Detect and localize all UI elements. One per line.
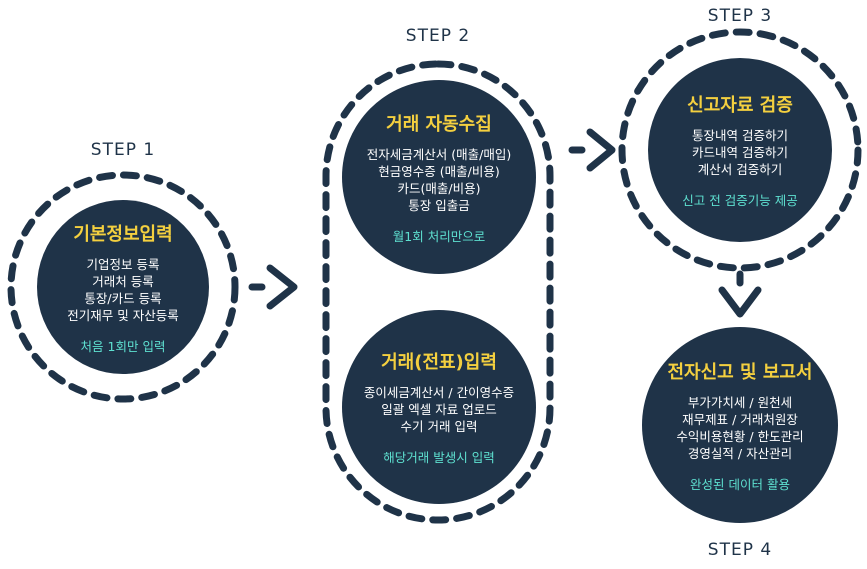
step4-note: 완성된 데이터 활용 (690, 476, 790, 492)
step2-line-2: 종이세금계산서 / 간이영수증 (363, 385, 515, 400)
step2-circle-auto-collect: 거래 자동수집 전자세금계산서 (매출/매입) 현금영수증 (매출/비용) 카드… (342, 80, 536, 274)
step2-dashed-capsule (322, 60, 554, 524)
step1-label: STEP 1 (90, 140, 156, 160)
step1-circle: 기본정보입력 기업정보 등록 거래처 등록 통장/카드 등록 전기재무 및 자산… (37, 200, 209, 374)
step2-line: 전자세금계산서 (매출/매입) (366, 146, 512, 162)
step4-title: 전자신고 및 보고서 (667, 361, 813, 383)
step3-circle: 신고자료 검증 통장내역 검증하기 카드내역 검증하기 계산서 검증하기 신고 … (648, 58, 832, 242)
step4-circle: 전자신고 및 보고서 부가가치세 / 원천세 재무제표 / 거래처원장 수익비용… (642, 327, 838, 523)
step1-line: 기업정보 등록 (86, 256, 160, 272)
step2-note-2: 해당거래 발생시 입력 (383, 450, 495, 465)
step3-line: 카드내역 검증하기 (692, 145, 788, 160)
step2-line-2: 수기 거래 입력 (400, 419, 478, 434)
step4-line: 경영실적 / 자산관리 (687, 445, 793, 461)
step2-line-2: 일괄 엑셀 자료 업로드 (381, 402, 497, 417)
step2-note: 월1회 처리만으로 (392, 228, 486, 244)
step3-line: 계산서 검증하기 (697, 162, 783, 177)
step4-line: 수익비용현황 / 한도관리 (676, 428, 804, 444)
step3-note: 신고 전 검증기능 제공 (682, 193, 798, 208)
step2-line: 현금영수증 (매출/비용) (378, 163, 500, 179)
step3-dashed-ring (618, 28, 862, 272)
step4-line: 재무제표 / 거래처원장 (682, 411, 798, 427)
step3-label: STEP 3 (707, 6, 773, 26)
step2-label: STEP 2 (405, 26, 471, 46)
step3-title: 신고자료 검증 (687, 95, 793, 116)
step1-dashed-ring (7, 171, 239, 403)
step1-line: 통장/카드 등록 (84, 290, 162, 306)
step2-title-2: 거래(전표)입력 (381, 352, 497, 373)
step4-line: 부가가치세 / 원천세 (687, 394, 793, 410)
step1-note: 처음 1회만 입력 (80, 338, 166, 354)
step2-title: 거래 자동수집 (386, 113, 492, 135)
arrow-right-icon (248, 264, 298, 310)
step2-line: 카드(매출/비용) (397, 180, 481, 196)
step1-line: 전기재무 및 자산등록 (67, 307, 179, 323)
step2-line: 통장 입출금 (408, 197, 470, 213)
step3-line: 통장내역 검증하기 (692, 128, 788, 143)
arrow-down-icon (718, 270, 762, 318)
arrow-right-icon (568, 128, 616, 172)
step2-circle-manual-entry: 거래(전표)입력 종이세금계산서 / 간이영수증 일괄 엑셀 자료 업로드 수기… (342, 310, 536, 504)
step1-title: 기본정보입력 (73, 223, 173, 245)
step1-line: 거래처 등록 (92, 273, 154, 289)
step4-label: STEP 4 (707, 540, 773, 560)
